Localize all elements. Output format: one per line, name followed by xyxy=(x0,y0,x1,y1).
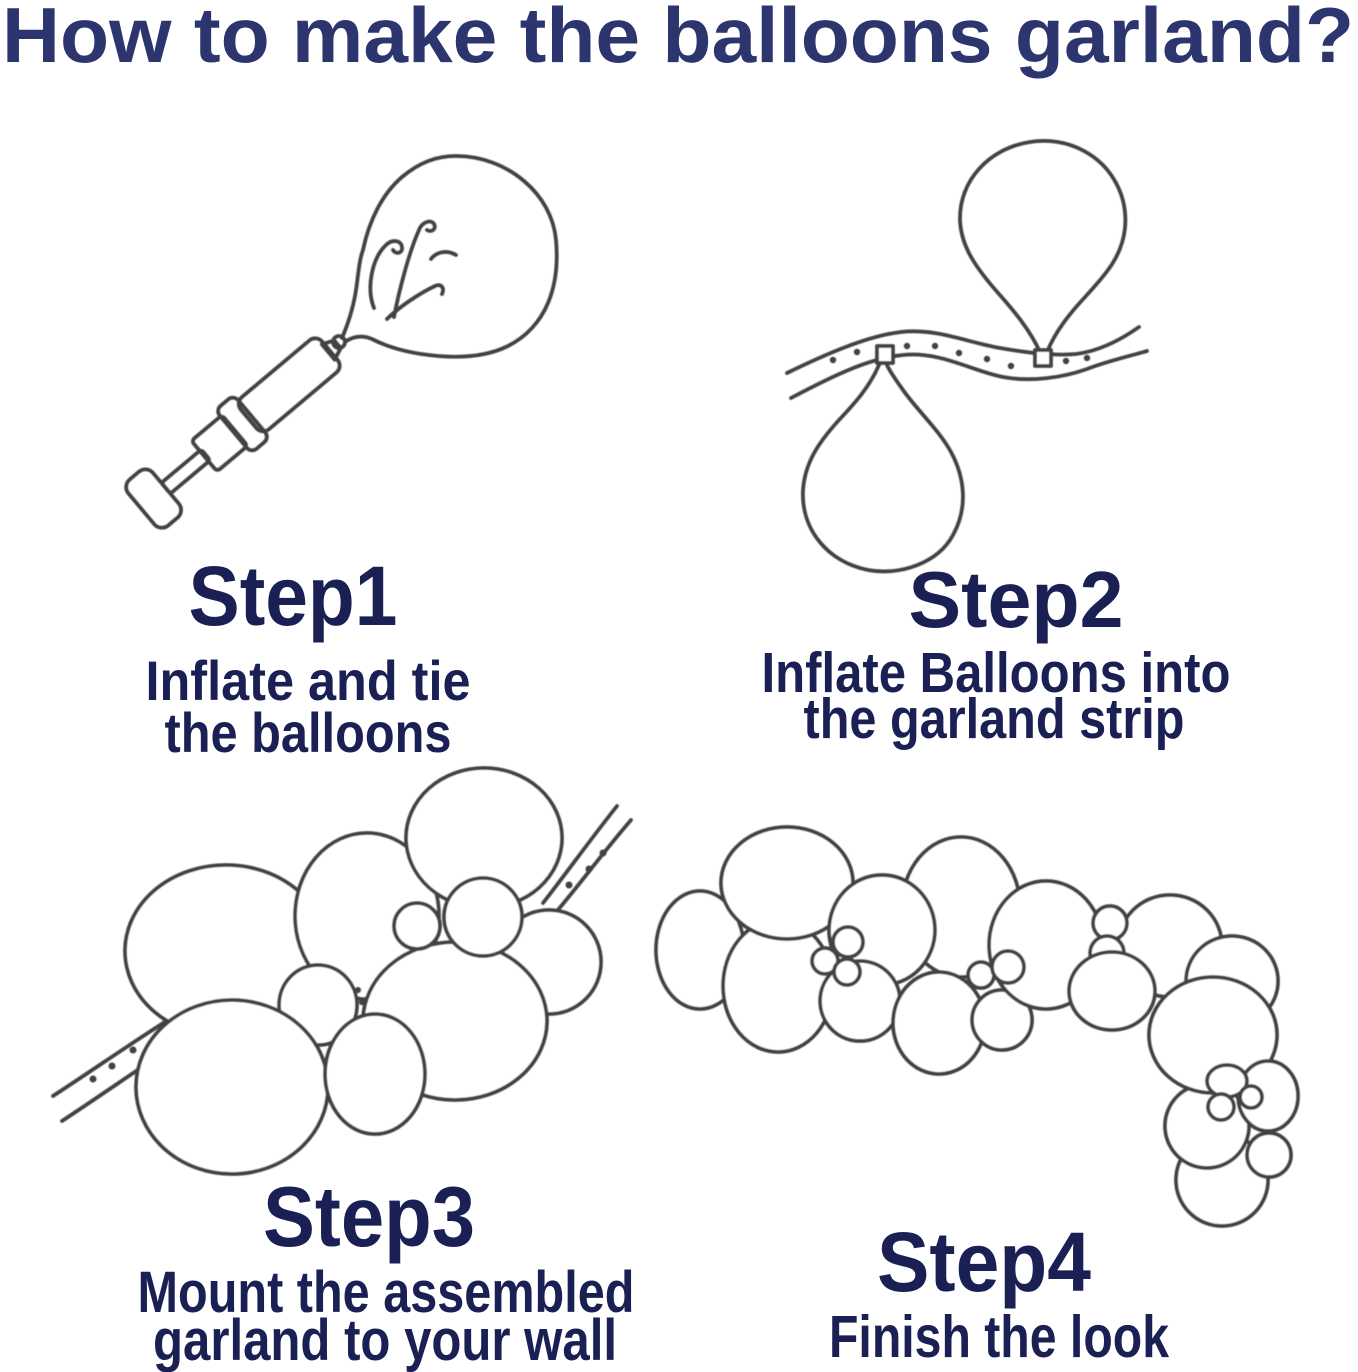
svg-text:Step2: Step2 xyxy=(909,555,1124,644)
svg-text:Step4: Step4 xyxy=(877,1215,1091,1309)
svg-text:Inflate and tie: Inflate and tie xyxy=(146,649,471,712)
svg-text:How to make the balloons garla: How to make the balloons garland? xyxy=(2,0,1354,79)
svg-text:Step1: Step1 xyxy=(189,549,398,643)
svg-text:Finish the look: Finish the look xyxy=(829,1304,1169,1370)
svg-text:garland to your wall: garland to your wall xyxy=(153,1308,617,1372)
svg-text:Inflate Balloons into: Inflate Balloons into xyxy=(762,641,1231,705)
svg-text:the balloons: the balloons xyxy=(165,701,452,764)
svg-text:Mount the assembled: Mount the assembled xyxy=(138,1260,635,1325)
svg-text:Step3: Step3 xyxy=(263,1170,475,1265)
svg-text:the garland strip: the garland strip xyxy=(804,687,1185,751)
